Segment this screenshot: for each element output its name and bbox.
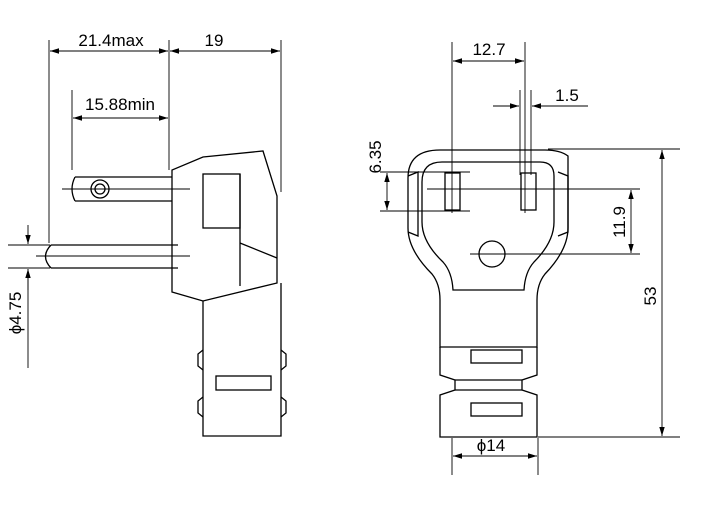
dim-blade-width: 6.35 bbox=[366, 140, 385, 173]
dim-blade-min: 15.88min bbox=[85, 95, 155, 114]
plug-head-side bbox=[171, 150, 278, 302]
dim-width-max: 21.4max bbox=[78, 31, 144, 50]
ground-pin bbox=[36, 244, 190, 269]
dim-blade-thickness: 1.5 bbox=[555, 86, 579, 105]
dim-cord-dia: ϕ14 bbox=[477, 436, 505, 455]
plug-head-front bbox=[407, 149, 569, 348]
dim-height: 53 bbox=[641, 287, 660, 306]
strain-relief-front bbox=[439, 347, 538, 438]
dim-blade-spacing: 12.7 bbox=[472, 40, 505, 59]
strain-relief-side bbox=[197, 283, 287, 437]
front-view: 12.7 1.5 6.35 11.9 53 ϕ14 bbox=[366, 40, 680, 475]
dim-pin-offset: 11.9 bbox=[610, 206, 629, 238]
dim-pin-dia: ϕ4.75 bbox=[6, 292, 25, 335]
side-view: 21.4max 19 15.88min ϕ4.75 bbox=[6, 31, 287, 437]
blade-slot-left bbox=[444, 172, 461, 211]
flat-blade bbox=[62, 176, 190, 202]
dim-head-length: 19 bbox=[205, 31, 224, 50]
blade-slot-right bbox=[520, 172, 537, 211]
